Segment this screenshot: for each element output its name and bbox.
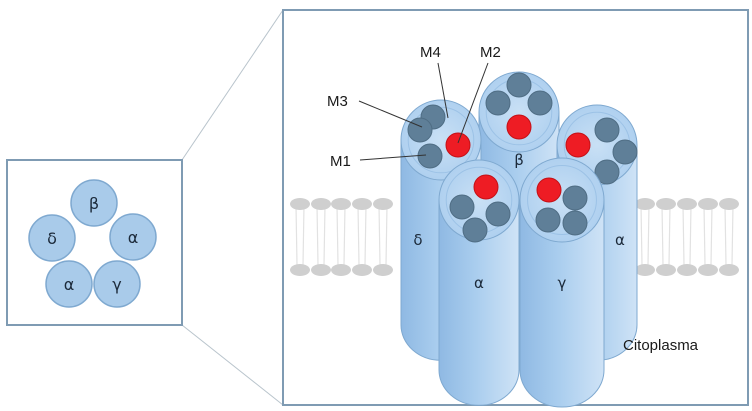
top-subunit-delta (28, 214, 76, 262)
helix (407, 117, 433, 143)
lipid (311, 198, 331, 276)
helix (462, 217, 488, 243)
lipid-bilayer (290, 198, 739, 276)
lipid (698, 198, 718, 276)
helix (485, 201, 511, 227)
label-m3: M3 (327, 93, 348, 110)
subunit-label: α (615, 231, 625, 249)
label-citoplasma: Citoplasma (623, 337, 699, 354)
zoom-connector-top (181, 9, 284, 161)
lipid (290, 198, 310, 276)
top-view-pentamer: β α γ α δ (28, 179, 157, 308)
top-subunit-label: α (128, 228, 139, 247)
label-m1: M1 (330, 153, 351, 170)
helix (527, 90, 553, 116)
helix (594, 117, 620, 143)
top-subunit-label: α (64, 275, 75, 294)
subunit-label: δ (413, 231, 422, 249)
helix (612, 139, 638, 165)
top-subunit-label: β (89, 194, 99, 213)
helix (506, 72, 532, 98)
lipid (656, 198, 676, 276)
m2-helix (565, 132, 591, 158)
subunit-alpha-front: α (438, 159, 520, 406)
m2-helix (506, 114, 532, 140)
m2-helix (473, 174, 499, 200)
helix-leader-lines (358, 62, 489, 161)
lipid (677, 198, 697, 276)
helix (485, 90, 511, 116)
lipid (373, 198, 393, 276)
top-subunit-label: δ (47, 229, 57, 248)
helix (562, 210, 588, 236)
m2-helix (445, 132, 471, 158)
helix (449, 194, 475, 220)
label-m2: M2 (480, 44, 501, 61)
lipid (635, 198, 655, 276)
helix (562, 185, 588, 211)
top-subunit-alpha-right (109, 213, 157, 261)
lipid (352, 198, 372, 276)
subunit-label: α (474, 274, 484, 292)
helix (535, 207, 561, 233)
helix (417, 143, 443, 169)
label-m4: M4 (420, 44, 441, 61)
subunit-label: γ (558, 274, 567, 292)
lipid (719, 198, 739, 276)
subunit-gamma: γ (519, 157, 605, 408)
top-subunit-beta (70, 179, 118, 227)
zoom-connector-bottom (181, 324, 284, 406)
top-subunit-gamma (93, 260, 141, 308)
helix (594, 159, 620, 185)
subunit-label: β (514, 151, 524, 169)
top-subunit-label: γ (112, 275, 121, 294)
receptor-subunits: β α δ α γ (400, 71, 638, 408)
top-subunit-alpha-left (45, 260, 93, 308)
m2-helix (536, 177, 562, 203)
lipid (331, 198, 351, 276)
